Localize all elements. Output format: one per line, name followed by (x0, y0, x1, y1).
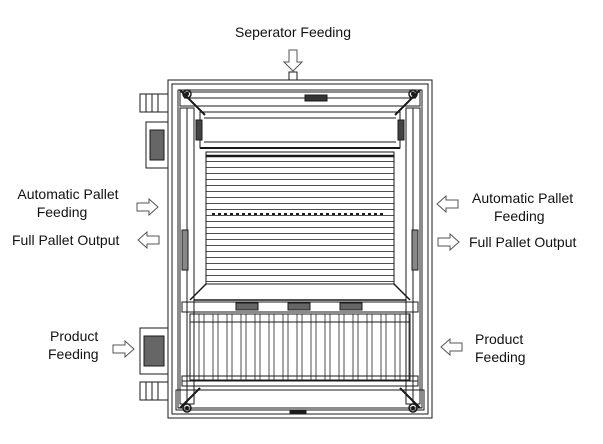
side-motors (139, 93, 169, 401)
separator-feeding-label: Seperator Feeding (235, 24, 351, 40)
right-pallet-feeding-arrow-icon (436, 194, 459, 214)
right-product-feeding-label-line1: Product (475, 331, 524, 347)
right-automatic-pallet-feeding-label-line1: Automatic Pallet (472, 190, 574, 206)
machine-frame (167, 71, 433, 419)
left-automatic-pallet-feeding-label-line2: Feeding (36, 204, 88, 220)
right-full-output-arrow-icon (437, 232, 460, 252)
left-pallet-feeding-arrow-icon (136, 197, 159, 217)
right-product-feeding-arrow-icon (440, 337, 463, 357)
motor-bottom-left-icon (139, 381, 169, 401)
right-automatic-pallet-feeding-label-line2: Feeding (494, 208, 545, 224)
flow-arrows (112, 49, 463, 359)
left-product-feeding-label-line1: Product (50, 328, 99, 344)
right-product-feeding-label-line2: Feeding (475, 349, 526, 365)
right-full-pallet-output-label: Full Pallet Output (469, 234, 577, 250)
left-full-output-arrow-icon (137, 230, 160, 250)
separator-feeding-arrow-icon (282, 49, 304, 72)
left-product-feeding-arrow-icon (112, 339, 135, 359)
left-automatic-pallet-feeding-label-line1: Automatic Pallet (17, 186, 119, 202)
motor-top-left-icon (139, 93, 169, 113)
left-product-feeding-label-line2: Feeding (48, 346, 99, 362)
left-full-pallet-output-label: Full Pallet Output (12, 232, 120, 248)
